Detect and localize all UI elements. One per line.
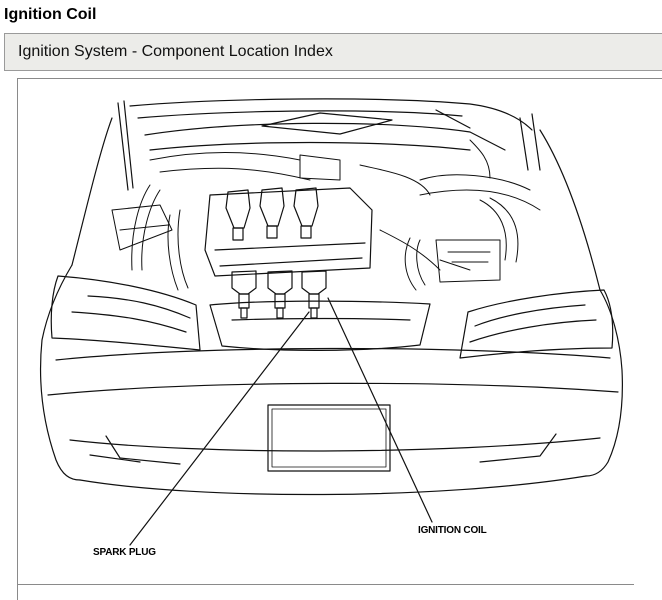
headlights	[50, 275, 614, 359]
spark-plug-leader	[129, 311, 310, 546]
ignition-coils-upper	[225, 187, 319, 241]
callout-ignition-coil: IGNITION COIL	[418, 525, 487, 536]
ignition-coils-lower	[231, 270, 327, 319]
section-header: Ignition System - Component Location Ind…	[4, 33, 662, 71]
figure-bottom-rule	[17, 584, 634, 585]
car-body	[39, 117, 623, 496]
license-plate	[267, 404, 391, 472]
ignition-coil-leader	[327, 297, 433, 523]
callout-spark-plug: SPARK PLUG	[93, 547, 156, 558]
engine-components	[111, 139, 541, 291]
page-title: Ignition Coil	[4, 6, 97, 23]
valve-cover	[204, 187, 373, 277]
hood-raised	[117, 98, 541, 191]
section-header-label: Ignition System - Component Location Ind…	[18, 43, 333, 60]
grille	[209, 300, 431, 351]
